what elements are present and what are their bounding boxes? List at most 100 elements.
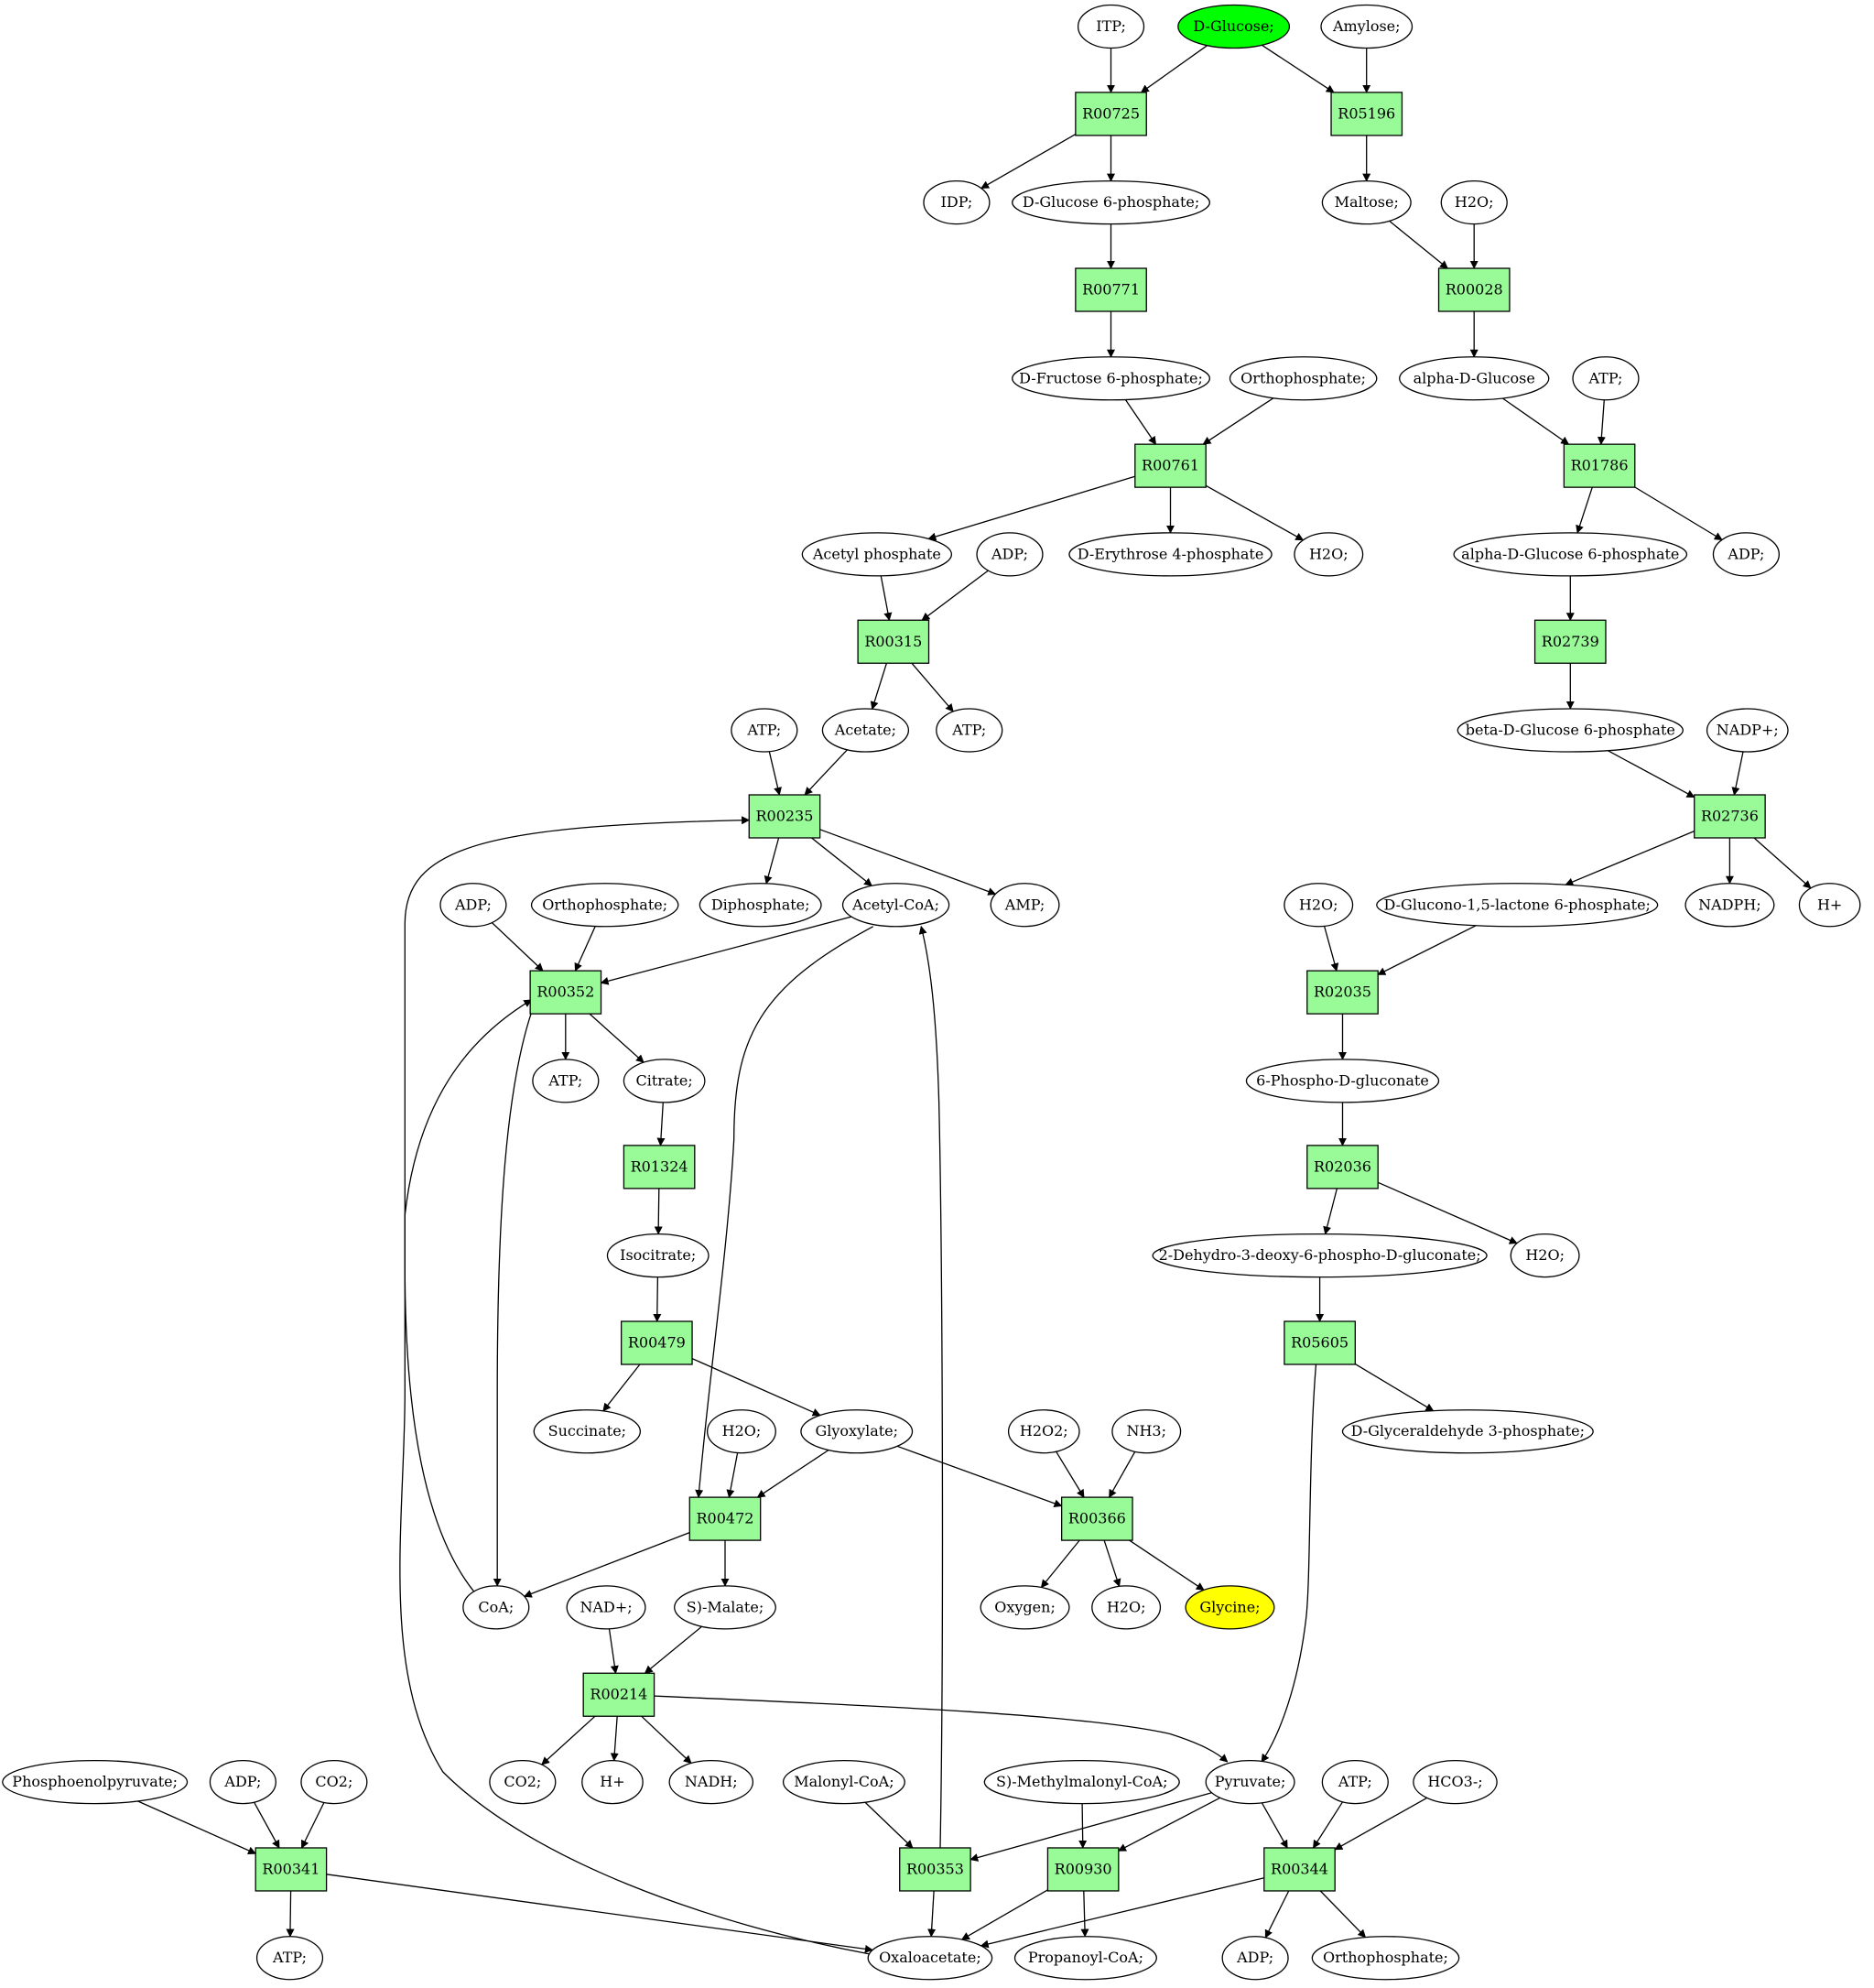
reaction-node-r02036[interactable]: R02036	[1306, 1145, 1379, 1190]
metabolite-node-maltose[interactable]: Maltose;	[1321, 180, 1412, 225]
metabolite-node-h2o-e[interactable]: H2O;	[706, 1409, 776, 1454]
metabolite-node-co2-b[interactable]: CO2;	[489, 1759, 557, 1805]
reaction-node-r00352[interactable]: R00352	[529, 970, 602, 1015]
metabolite-node-adp-b[interactable]: ADP;	[1712, 532, 1780, 577]
metabolite-node-idp[interactable]: IDP;	[923, 180, 991, 225]
reaction-node-r00771[interactable]: R00771	[1075, 267, 1147, 312]
metabolite-node-malate[interactable]: S)-Malate;	[674, 1585, 776, 1630]
metabolite-node-h2o-c[interactable]: H2O;	[1284, 883, 1354, 928]
metabolite-node-f6p[interactable]: D-Fructose 6-phosphate;	[1012, 356, 1211, 401]
reaction-node-r00930[interactable]: R00930	[1046, 1847, 1120, 1892]
reaction-node-r00315[interactable]: R00315	[857, 619, 930, 664]
metabolite-node-smmcoa[interactable]: S)-Methylmalonyl-CoA;	[983, 1759, 1180, 1805]
metabolite-node-citrate[interactable]: Citrate;	[623, 1059, 706, 1103]
reaction-node-r00344[interactable]: R00344	[1263, 1847, 1336, 1892]
metabolite-node-e4p[interactable]: D-Erythrose 4-phosphate	[1068, 532, 1273, 577]
metabolite-node-pi-a[interactable]: Orthophosphate;	[1229, 356, 1378, 401]
reaction-node-r02739[interactable]: R02739	[1533, 619, 1607, 664]
metabolite-node-glyoxylate[interactable]: Glyoxylate;	[800, 1409, 914, 1454]
metabolite-node-coa[interactable]: CoA;	[462, 1585, 530, 1630]
metabolite-node-h2o-b[interactable]: H2O;	[1294, 532, 1364, 577]
metabolite-ellipse	[1440, 180, 1508, 225]
metabolite-node-pyruvate[interactable]: Pyruvate;	[1205, 1759, 1295, 1805]
metabolite-node-atp-b[interactable]: ATP;	[731, 708, 798, 753]
reaction-node-r00341[interactable]: R00341	[255, 1847, 328, 1892]
metabolite-ellipse	[1706, 708, 1789, 753]
metabolite-node-h2o-a[interactable]: H2O;	[1440, 180, 1508, 225]
reaction-node-r00214[interactable]: R00214	[582, 1672, 655, 1717]
metabolite-ellipse	[1068, 532, 1273, 577]
metabolite-node-adp-a[interactable]: ADP;	[976, 532, 1044, 577]
metabolite-node-oaa[interactable]: Oxaloacetate;	[867, 1936, 993, 1981]
edge-R00725-to-idp	[980, 134, 1077, 190]
metabolite-node-atp-f[interactable]: ATP;	[255, 1936, 324, 1981]
metabolite-node-gl6p[interactable]: D-Glucono-1,5-lactone 6-phosphate;	[1376, 883, 1659, 928]
metabolite-label: ITP;	[1096, 17, 1126, 35]
reaction-node-r00479[interactable]: R00479	[620, 1320, 693, 1365]
metabolite-node-glycine[interactable]: Glycine;	[1185, 1585, 1275, 1630]
metabolite-node-6pg[interactable]: 6-Phospho-D-gluconate	[1245, 1059, 1440, 1103]
reaction-node-r00353[interactable]: R00353	[899, 1847, 971, 1892]
metabolite-node-atp-c[interactable]: ATP;	[936, 708, 1003, 753]
reaction-node-r00366[interactable]: R00366	[1060, 1496, 1133, 1541]
metabolite-node-adg[interactable]: alpha-D-Glucose	[1399, 356, 1550, 401]
metabolite-node-itp[interactable]: ITP;	[1077, 4, 1145, 49]
metabolite-node-nad[interactable]: NAD+;	[566, 1585, 646, 1630]
reaction-node-r00235[interactable]: R00235	[748, 794, 821, 839]
metabolite-node-h2o-d[interactable]: H2O;	[1510, 1233, 1580, 1278]
reaction-node-r01324[interactable]: R01324	[623, 1145, 696, 1190]
metabolite-node-ppi[interactable]: Diphosphate;	[699, 883, 822, 928]
metabolite-node-nadh[interactable]: NADH;	[668, 1759, 754, 1805]
reaction-node-r02736[interactable]: R02736	[1694, 794, 1766, 839]
metabolite-node-nh3[interactable]: NH3;	[1111, 1409, 1182, 1454]
metabolite-node-acoa[interactable]: Acetyl-CoA;	[841, 883, 950, 928]
metabolite-node-atp-d[interactable]: ATP;	[532, 1059, 600, 1103]
reaction-node-r01786[interactable]: R01786	[1563, 443, 1636, 488]
reaction-label: R02736	[1701, 808, 1759, 825]
metabolite-node-pi-c[interactable]: Orthophosphate;	[1311, 1936, 1460, 1981]
metabolite-node-hplus-a[interactable]: H+	[1798, 883, 1861, 928]
metabolite-node-amp[interactable]: AMP;	[990, 883, 1060, 928]
reaction-node-r00725[interactable]: R00725	[1075, 92, 1147, 136]
metabolite-node-amylose[interactable]: Amylose;	[1320, 4, 1414, 49]
reaction-node-r00761[interactable]: R00761	[1134, 443, 1207, 488]
metabolite-node-dglucose[interactable]: D-Glucose;	[1177, 4, 1291, 49]
metabolite-node-isocitrate[interactable]: Isocitrate;	[606, 1233, 710, 1278]
reaction-node-r00028[interactable]: R00028	[1437, 267, 1511, 312]
reaction-node-r02035[interactable]: R02035	[1306, 970, 1379, 1015]
metabolite-node-hco3[interactable]: HCO3-;	[1413, 1759, 1498, 1805]
metabolite-node-pep[interactable]: Phosphoenolpyruvate;	[2, 1759, 189, 1805]
metabolite-node-adp-c[interactable]: ADP;	[439, 883, 507, 928]
metabolite-node-kdpg[interactable]: 2-Dehydro-3-deoxy-6-phospho-D-gluconate;	[1152, 1233, 1488, 1278]
reaction-node-r05605[interactable]: R05605	[1284, 1320, 1356, 1365]
metabolite-node-bdg6p[interactable]: beta-D-Glucose 6-phosphate	[1457, 708, 1684, 753]
metabolite-node-nadph[interactable]: NADPH;	[1684, 883, 1775, 928]
metabolite-label: D-Glucono-1,5-lactone 6-phosphate;	[1384, 896, 1651, 913]
metabolite-node-hplus-b[interactable]: H+	[581, 1759, 644, 1805]
metabolite-node-acetate[interactable]: Acetate;	[821, 708, 910, 753]
metabolite-node-acp[interactable]: Acetyl phosphate	[801, 532, 953, 577]
metabolite-node-co2-a[interactable]: CO2;	[300, 1759, 368, 1805]
metabolite-node-nadp[interactable]: NADP+;	[1706, 708, 1789, 753]
metabolite-node-g6p[interactable]: D-Glucose 6-phosphate;	[1012, 180, 1211, 225]
metabolite-node-succinate[interactable]: Succinate;	[533, 1409, 642, 1454]
reaction-label: R00235	[755, 808, 813, 825]
metabolite-node-g3p[interactable]: D-Glyceraldehyde 3-phosphate;	[1341, 1409, 1594, 1454]
metabolite-node-h2o2[interactable]: H2O2;	[1007, 1409, 1080, 1454]
metabolite-node-adp-f[interactable]: ADP;	[1221, 1936, 1289, 1981]
metabolite-node-atp-e[interactable]: ATP;	[1321, 1759, 1389, 1805]
reaction-node-r00472[interactable]: R00472	[688, 1496, 762, 1541]
metabolite-node-adg6p[interactable]: alpha-D-Glucose 6-phosphate	[1453, 532, 1688, 577]
metabolite-node-atp-a[interactable]: ATP;	[1572, 356, 1640, 401]
metabolite-node-adp-e[interactable]: ADP;	[209, 1759, 276, 1805]
metabolite-ellipse	[533, 1409, 642, 1454]
edge-oaa-to-R00352	[399, 999, 872, 1955]
metabolite-ellipse	[668, 1759, 754, 1805]
metabolite-node-h2o-f[interactable]: H2O;	[1091, 1585, 1162, 1630]
metabolite-node-malcoa[interactable]: Malonyl-CoA;	[782, 1759, 905, 1805]
reaction-node-r05196[interactable]: R05196	[1330, 92, 1403, 136]
metabolite-node-oxygen[interactable]: Oxygen;	[980, 1585, 1070, 1630]
metabolite-node-propcoa[interactable]: Propanoyl-CoA;	[1013, 1936, 1157, 1981]
metabolite-node-pi-b[interactable]: Orthophosphate;	[530, 883, 679, 928]
